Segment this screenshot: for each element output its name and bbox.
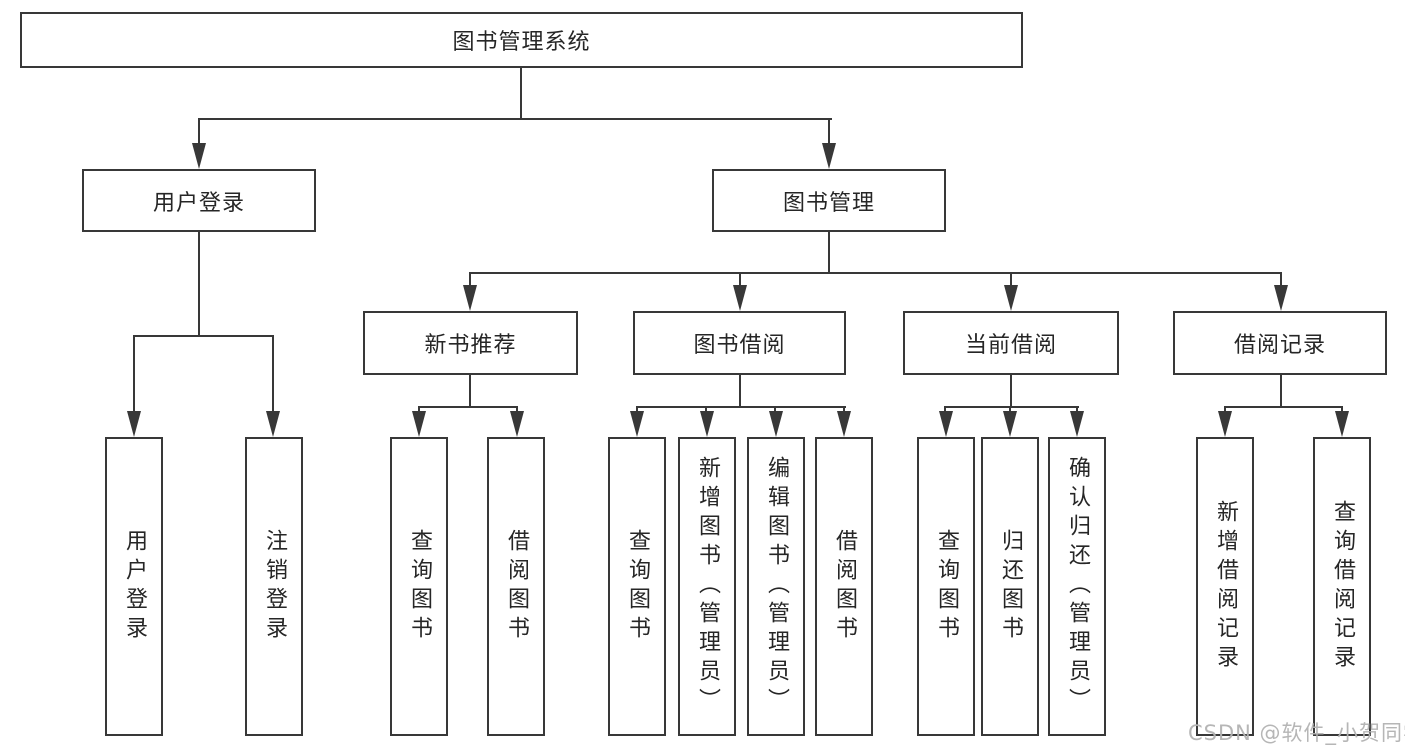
leaf-borrow-book-recommend-label: 借阅图书 <box>504 528 529 645</box>
leaf-confirm-return-admin-label: 确认归还（管理员） <box>1065 456 1090 717</box>
connector-line <box>1224 406 1343 408</box>
connector-line <box>636 406 638 414</box>
leaf-add-book-admin: 新增图书（管理员） <box>678 437 736 736</box>
arrowhead-down <box>1070 411 1084 437</box>
leaf-logout: 注销登录 <box>245 437 303 736</box>
leaf-borrow-book-recommend: 借阅图书 <box>487 437 545 736</box>
connector-line <box>133 335 135 414</box>
connector-line <box>418 406 518 408</box>
leaf-return-book-label: 归还图书 <box>998 528 1023 645</box>
node-book-borrow: 图书借阅 <box>633 311 846 375</box>
node-root: 图书管理系统 <box>20 12 1023 68</box>
connector-line <box>133 335 274 337</box>
leaf-query-book-current: 查询图书 <box>917 437 975 736</box>
connector-line <box>828 232 830 274</box>
connector-line <box>1280 375 1282 408</box>
leaf-add-borrow-record-label: 新增借阅记录 <box>1213 499 1238 674</box>
arrowhead-down <box>127 411 141 437</box>
connector-line <box>944 406 1079 408</box>
node-book-management-label: 图书管理 <box>782 190 875 216</box>
arrowhead-down <box>1003 411 1017 437</box>
node-borrow-record: 借阅记录 <box>1173 311 1387 375</box>
connector-line <box>418 406 420 414</box>
connector-line <box>198 232 200 337</box>
node-user-login: 用户登录 <box>82 169 316 232</box>
connector-line <box>520 68 522 120</box>
leaf-user-login: 用户登录 <box>105 437 163 736</box>
arrowhead-down <box>1004 285 1018 311</box>
connector-line <box>739 272 741 288</box>
node-book-borrow-label: 图书借阅 <box>693 333 786 358</box>
arrowhead-down <box>412 411 426 437</box>
arrowhead-down <box>463 285 477 311</box>
node-borrow-record-label: 借阅记录 <box>1233 333 1326 358</box>
connector-line <box>828 118 830 146</box>
connector-line <box>1010 272 1012 288</box>
arrowhead-down <box>733 285 747 311</box>
arrowhead-down <box>837 411 851 437</box>
leaf-edit-book-admin: 编辑图书（管理员） <box>747 437 805 736</box>
connector-line <box>1341 406 1343 414</box>
csdn-watermark: CSDN @软件_小贺同学 <box>1188 721 1405 745</box>
connector-line <box>469 272 1282 274</box>
node-current-borrow-label: 当前借阅 <box>964 333 1057 358</box>
connector-line <box>198 118 200 146</box>
connector-line <box>1009 406 1011 414</box>
node-root-label: 图书管理系统 <box>452 30 591 55</box>
leaf-borrow-book: 借阅图书 <box>815 437 873 736</box>
connector-line <box>1076 406 1078 414</box>
arrowhead-down <box>630 411 644 437</box>
leaf-query-book-borrow: 查询图书 <box>608 437 666 736</box>
arrowhead-down <box>700 411 714 437</box>
arrowhead-down <box>1274 285 1288 311</box>
arrowhead-down <box>510 411 524 437</box>
connector-line <box>516 406 518 414</box>
arrowhead-down <box>192 143 206 169</box>
arrowhead-down <box>769 411 783 437</box>
arrowhead-down <box>939 411 953 437</box>
arrowhead-down <box>822 143 836 169</box>
connector-line <box>774 406 776 414</box>
leaf-query-book-recommend-label: 查询图书 <box>407 528 432 645</box>
leaf-query-book-current-label: 查询图书 <box>934 528 959 645</box>
connector-line <box>636 406 846 408</box>
connector-line <box>739 375 741 408</box>
leaf-query-borrow-record: 查询借阅记录 <box>1313 437 1371 736</box>
node-new-book-recommend-label: 新书推荐 <box>424 333 517 358</box>
leaf-edit-book-admin-label: 编辑图书（管理员） <box>764 456 789 717</box>
connector-line <box>1010 375 1012 408</box>
connector-line <box>1224 406 1226 414</box>
connector-line <box>198 118 832 120</box>
leaf-query-book-borrow-label: 查询图书 <box>625 528 650 645</box>
connector-line <box>944 406 946 414</box>
node-book-management: 图书管理 <box>712 169 946 232</box>
connector-line <box>469 375 471 408</box>
node-current-borrow: 当前借阅 <box>903 311 1119 375</box>
connector-line <box>272 335 274 414</box>
leaf-user-login-label: 用户登录 <box>122 528 147 645</box>
arrowhead-down <box>266 411 280 437</box>
connector-line <box>1280 272 1282 288</box>
connector-line <box>843 406 845 414</box>
arrowhead-down <box>1335 411 1349 437</box>
leaf-logout-label: 注销登录 <box>262 528 287 645</box>
connector-line <box>469 272 471 288</box>
leaf-confirm-return-admin: 确认归还（管理员） <box>1048 437 1106 736</box>
leaf-borrow-book-label: 借阅图书 <box>832 528 857 645</box>
leaf-query-borrow-record-label: 查询借阅记录 <box>1330 499 1355 674</box>
leaf-add-book-admin-label: 新增图书（管理员） <box>695 456 720 717</box>
leaf-query-book-recommend: 查询图书 <box>390 437 448 736</box>
leaf-return-book: 归还图书 <box>981 437 1039 736</box>
node-new-book-recommend: 新书推荐 <box>363 311 578 375</box>
arrowhead-down <box>1218 411 1232 437</box>
connector-line <box>705 406 707 414</box>
node-user-login-label: 用户登录 <box>152 190 245 216</box>
leaf-add-borrow-record: 新增借阅记录 <box>1196 437 1254 736</box>
